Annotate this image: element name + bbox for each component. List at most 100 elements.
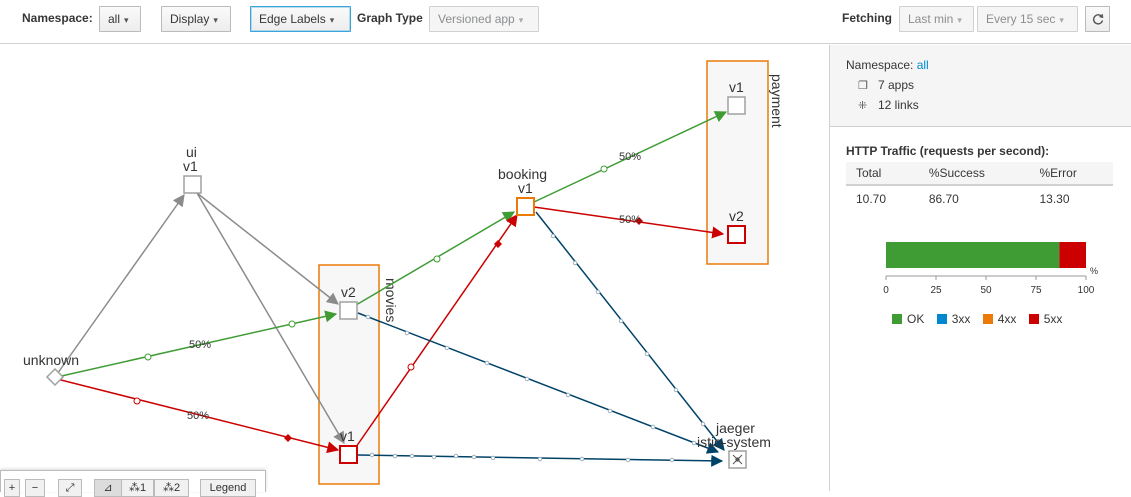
tcp-edge-dots xyxy=(365,233,706,463)
refresh-button[interactable] xyxy=(1085,6,1110,32)
fit-to-screen-button[interactable]: ⤢ xyxy=(58,479,82,497)
booking-v1-node[interactable] xyxy=(516,197,535,216)
apps-count-line: ❐7 apps xyxy=(858,78,914,92)
x-tick-label: 75 xyxy=(1030,285,1042,296)
edge-ui-to-movies-v2[interactable] xyxy=(196,192,339,305)
duration-value: Last min xyxy=(908,12,954,26)
http-traffic-table: Total %Success %Error 10.70 86.70 13.30 xyxy=(846,162,1113,212)
legend-item-ok: OK xyxy=(892,312,924,326)
namespace-value: all xyxy=(108,12,121,26)
bar-segment-5xx[interactable] xyxy=(1059,242,1086,268)
layout-default-button[interactable]: ⊿ xyxy=(94,479,122,497)
movies-v1-node[interactable] xyxy=(339,445,358,464)
ui-node-version-label: v1 xyxy=(183,158,198,174)
edge-booking-to-payment-v1[interactable] xyxy=(533,111,728,203)
legend-swatch-5xx xyxy=(1028,314,1039,324)
chevron-down-icon: ▾ xyxy=(957,15,962,25)
edge-dot xyxy=(144,353,152,361)
booking-node-version-label: v1 xyxy=(518,180,533,196)
bar-segment-ok[interactable] xyxy=(886,242,1060,268)
apps-count: 7 apps xyxy=(878,78,915,92)
x-tick-label: 100 xyxy=(1078,285,1095,296)
x-tick-label: 0 xyxy=(883,285,889,296)
legend-swatch-ok xyxy=(892,314,902,324)
edge-label-unknown-movies-v2: 50% xyxy=(189,339,211,351)
namespace-summary-label: Namespace: xyxy=(846,58,914,72)
edge-booking-to-jaeger[interactable] xyxy=(535,211,725,451)
payment-v1-label: v1 xyxy=(729,79,744,95)
layout-icon: ⁂ xyxy=(162,482,174,494)
refresh-interval-dropdown[interactable]: Every 15 sec▾ xyxy=(977,6,1078,32)
namespace-dropdown[interactable]: all▾ xyxy=(99,6,141,32)
jaeger-node-namespace-label: istio-system xyxy=(697,434,771,450)
layout-icon: ⁂ xyxy=(128,482,140,494)
zoom-in-button[interactable]: + xyxy=(4,479,20,497)
graph-type-dropdown[interactable]: Versioned app▾ xyxy=(429,6,539,32)
legend-swatch-4xx xyxy=(982,314,993,324)
duration-dropdown[interactable]: Last min▾ xyxy=(899,6,974,32)
edge-dot xyxy=(133,397,141,405)
edge-movies-v2-to-jaeger[interactable] xyxy=(357,312,720,454)
zoom-out-button[interactable]: − xyxy=(25,479,45,497)
links-count-line: ⁜ 12 links xyxy=(858,98,919,112)
edge-error-marker xyxy=(284,434,292,442)
movies-box-label: movies xyxy=(383,278,399,322)
ui-v1-node[interactable] xyxy=(183,175,202,194)
unknown-node-label: unknown xyxy=(23,352,79,368)
ui-node-app-label: ui xyxy=(186,144,197,160)
edge-movies-v1-to-booking[interactable] xyxy=(355,214,518,448)
movies-v2-node[interactable] xyxy=(339,301,358,320)
payment-box-label: payment xyxy=(769,74,785,128)
legend-item-5xx: 5xx xyxy=(1028,312,1063,326)
display-dropdown[interactable]: Display▾ xyxy=(161,6,231,32)
legend-item-4xx: 4xx xyxy=(982,312,1016,326)
payment-v2-label: v2 xyxy=(729,208,744,224)
layout-1-label: 1 xyxy=(139,482,147,494)
edge-dot xyxy=(407,363,415,371)
edge-dot xyxy=(433,255,441,263)
edge-labels-label: Edge Labels xyxy=(259,12,326,26)
edge-label-unknown-movies-v1: 50% xyxy=(187,410,209,422)
chart-legend: OK 3xx 4xx 5xx xyxy=(892,312,1071,326)
namespace-link[interactable]: all xyxy=(916,58,929,72)
links-count: 12 links xyxy=(878,98,919,112)
edge-labels-dropdown[interactable]: Edge Labels▾ xyxy=(250,6,351,32)
layout-2-button[interactable]: ⁂2 xyxy=(154,479,189,497)
edge-booking-to-payment-v2[interactable] xyxy=(533,206,725,239)
jaeger-node-app-label: jaeger xyxy=(715,420,755,436)
refresh-icon xyxy=(1092,14,1103,25)
legend-label-5xx: 5xx xyxy=(1043,312,1063,326)
payment-v2-node[interactable] xyxy=(727,225,746,244)
display-label: Display xyxy=(170,12,210,26)
namespace-summary: Namespace: all xyxy=(846,58,929,72)
legend-swatch-3xx xyxy=(936,314,947,324)
col-total: Total xyxy=(846,162,919,186)
service-graph[interactable]: movies payment 50% xyxy=(0,45,829,491)
chevron-down-icon: ▾ xyxy=(1059,15,1064,25)
chart-unit-label: % xyxy=(1090,266,1098,276)
movies-v1-label: v1 xyxy=(340,428,355,444)
edge-error-marker xyxy=(635,217,643,225)
payment-v1-node[interactable] xyxy=(727,96,746,115)
legend-button[interactable]: Legend xyxy=(200,479,256,497)
graph-toolbar: Namespace: all▾ Display▾ Edge Labels▾ Gr… xyxy=(0,0,1131,44)
cell-total: 10.70 xyxy=(856,192,887,206)
fetching-label: Fetching xyxy=(842,11,892,25)
legend-item-3xx: 3xx xyxy=(936,312,971,326)
graph-toolbar-bottom: + − ⤢ ⊿ ⁂1 ⁂2 Legend xyxy=(0,470,266,497)
graph-type-value: Versioned app xyxy=(438,12,515,26)
namespace-label: Namespace: xyxy=(22,11,93,25)
legend-label-ok: OK xyxy=(907,312,925,326)
edge-unknown-to-ui[interactable] xyxy=(54,194,185,378)
edge-ui-to-movies-v1[interactable] xyxy=(196,192,345,445)
legend-label-3xx: 3xx xyxy=(951,312,971,326)
layout-1-button[interactable]: ⁂1 xyxy=(121,479,154,497)
links-icon: ⁜ xyxy=(858,100,868,112)
edge-error-marker xyxy=(494,240,502,248)
chevron-down-icon: ▾ xyxy=(213,15,218,25)
legend-button-label: Legend xyxy=(209,482,247,494)
graph-canvas[interactable]: movies payment 50% xyxy=(0,45,829,491)
unknown-node[interactable] xyxy=(45,367,65,387)
service-entry-icon xyxy=(732,454,743,465)
edge-dot xyxy=(600,165,608,173)
